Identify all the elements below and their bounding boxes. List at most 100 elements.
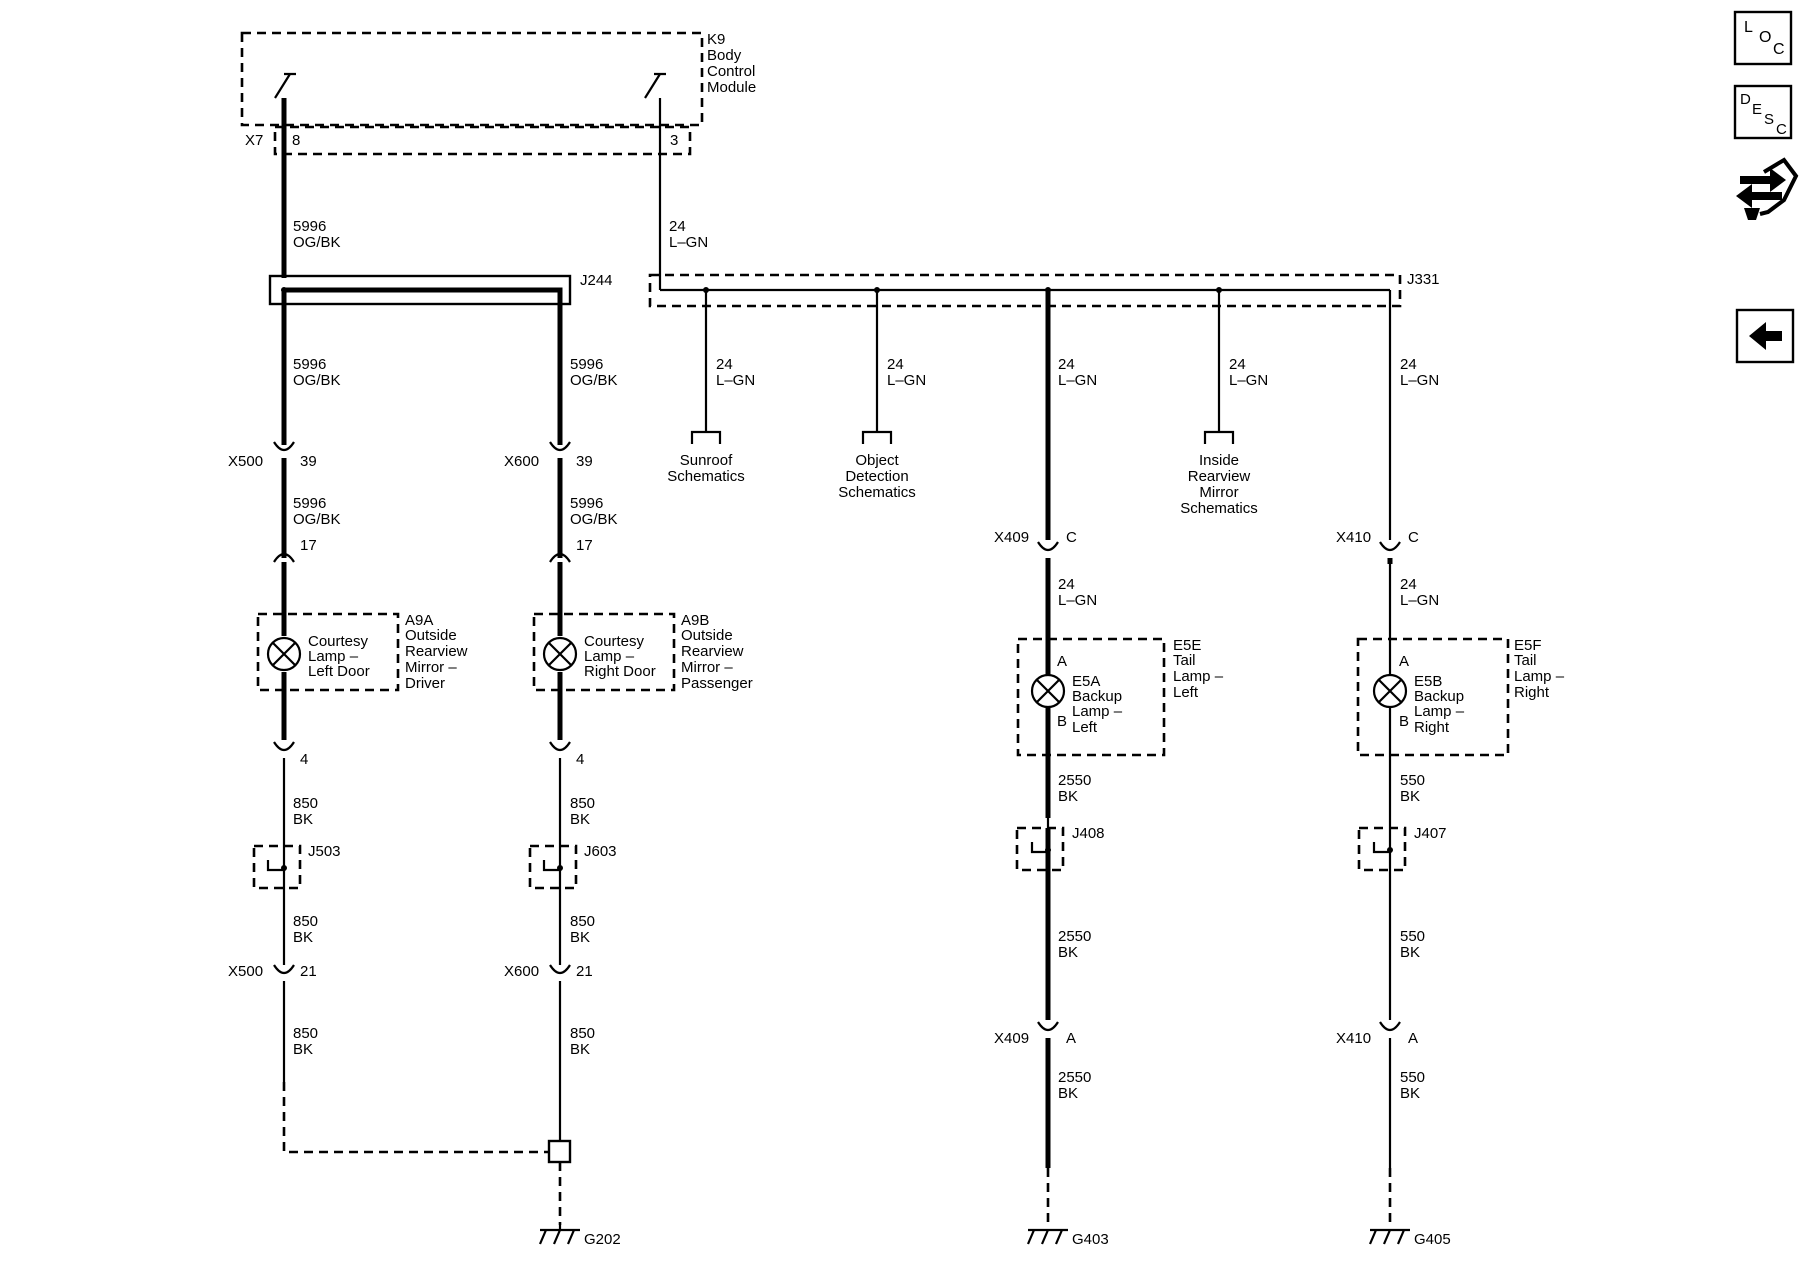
component-e5f-name: Tail [1514, 652, 1537, 669]
og-bk-circuit: 5996 OG/BK J244 5996 OG/BK X500 39 5996 … [228, 98, 753, 1248]
back-button[interactable] [1735, 308, 1795, 364]
desc-button[interactable]: D E S C [1733, 84, 1793, 140]
wire-label-color: BK [1400, 788, 1420, 805]
wire-label-color: BK [1400, 1085, 1420, 1102]
lamp-label: Courtesy [584, 633, 645, 650]
wire-label-num: 850 [293, 913, 318, 930]
wire-label-color: L–GN [887, 372, 926, 389]
desc-letter: D [1740, 91, 1751, 108]
inside-mirror-reference: Rearview [1188, 468, 1251, 485]
wire-label-color: L–GN [1058, 372, 1097, 389]
module-connector-label: X7 [245, 132, 263, 149]
connector-pin: C [1066, 529, 1077, 546]
splice-j503-label: J503 [308, 843, 341, 860]
component-e5f-name: Right [1514, 684, 1550, 701]
pin-b: B [1057, 713, 1067, 730]
splice-j408-label: J408 [1072, 825, 1105, 842]
connector-x409-label: X409 [994, 1030, 1029, 1047]
component-e5f-ref: E5F [1514, 637, 1542, 654]
lamp-label: Lamp – [308, 648, 359, 665]
component-e5e-name: Tail [1173, 652, 1196, 669]
splice-j244-label: J244 [580, 272, 613, 289]
wire-label-num: 24 [1229, 356, 1246, 373]
wire-label-color: L–GN [669, 234, 708, 251]
connector-tool-icon[interactable] [1736, 157, 1799, 220]
component-a9b-name: Rearview [681, 643, 744, 660]
wire-label-num: 24 [1400, 356, 1417, 373]
connector-x500-label: X500 [228, 963, 263, 980]
wire-label-color: OG/BK [293, 234, 341, 251]
pin-a: A [1057, 653, 1067, 670]
connector-pin: 39 [576, 453, 593, 470]
connector-pin: C [1408, 529, 1419, 546]
component-e5f-name: Lamp – [1514, 668, 1565, 685]
lamp-label: Backup [1414, 688, 1464, 705]
wire-label-num: 850 [293, 795, 318, 812]
wire-label-num: 24 [1058, 356, 1075, 373]
loc-button[interactable]: L O C [1733, 10, 1793, 66]
wire-label-num: 5996 [570, 495, 603, 512]
lamp-label: Right Door [584, 663, 656, 680]
component-e5e-name: Lamp – [1173, 668, 1224, 685]
component-a9b-name: Passenger [681, 675, 753, 692]
wire-label-color: OG/BK [570, 372, 618, 389]
ground-g202-label: G202 [584, 1231, 621, 1248]
connector-x500-label: X500 [228, 453, 263, 470]
connector-pin: 21 [300, 963, 317, 980]
wire-label-num: 24 [716, 356, 733, 373]
connector-pin: 39 [300, 453, 317, 470]
module-name-line-1: Body [707, 47, 742, 64]
wire-label-color: OG/BK [293, 372, 341, 389]
wire-label-color: BK [293, 811, 313, 828]
wire-label-color: BK [1058, 944, 1078, 961]
back-arrow-icon [1749, 322, 1782, 350]
component-a9b-name: Mirror – [681, 659, 733, 676]
component-e5e-name: Left [1173, 684, 1199, 701]
component-a9b-name: Outside [681, 627, 733, 644]
component-a9a-name: Rearview [405, 643, 468, 660]
inside-mirror-reference: Schematics [1180, 500, 1258, 517]
component-a9a-name: Driver [405, 675, 445, 692]
loc-letter: L [1744, 19, 1753, 36]
wire-label-color: BK [1400, 944, 1420, 961]
wire-label-num: 550 [1400, 928, 1425, 945]
loc-letter: C [1773, 41, 1785, 58]
pin-b: B [1399, 713, 1409, 730]
wire-label-num: 850 [570, 1025, 595, 1042]
wire-label-color: L–GN [716, 372, 755, 389]
wire-label-color: OG/BK [570, 511, 618, 528]
lamp-label: Lamp – [1414, 703, 1465, 720]
wire-label-color: L–GN [1229, 372, 1268, 389]
ground-g403: G403 [1026, 1228, 1109, 1248]
module-name-line-2: Control [707, 63, 755, 80]
connector-x409-label: X409 [994, 529, 1029, 546]
lamp-label: Lamp – [1072, 703, 1123, 720]
component-a9a-ref: A9A [405, 612, 433, 629]
splice-j331-label: J331 [1407, 271, 1440, 288]
component-e5e-ref: E5E [1173, 637, 1201, 654]
sunroof-reference: Schematics [667, 468, 745, 485]
wire-label-color: L–GN [1400, 372, 1439, 389]
wire-label-num: 5996 [293, 356, 326, 373]
wire-label-color: OG/BK [293, 511, 341, 528]
module-name-line-3: Module [707, 79, 756, 96]
ground-g405-label: G405 [1414, 1231, 1451, 1248]
connector-pin: 4 [300, 751, 308, 768]
wire-label-color: L–GN [1058, 592, 1097, 609]
wire-label-num: 24 [1058, 576, 1075, 593]
ground-g403-label: G403 [1072, 1231, 1109, 1248]
inside-mirror-reference: Inside [1199, 452, 1239, 469]
wire-label-num: 2550 [1058, 928, 1091, 945]
desc-letter: E [1752, 101, 1762, 118]
loc-letter: O [1759, 29, 1771, 46]
wire-label-num: 24 [669, 218, 686, 235]
component-a9b-ref: A9B [681, 612, 709, 629]
component-a9a-name: Mirror – [405, 659, 457, 676]
object-detection-reference: Schematics [838, 484, 916, 501]
connector-x600-label: X600 [504, 963, 539, 980]
connector-pin: 21 [576, 963, 593, 980]
wire-label-color: BK [570, 811, 590, 828]
ground-g405: G405 [1368, 1228, 1451, 1248]
wire-label-num: 24 [1400, 576, 1417, 593]
